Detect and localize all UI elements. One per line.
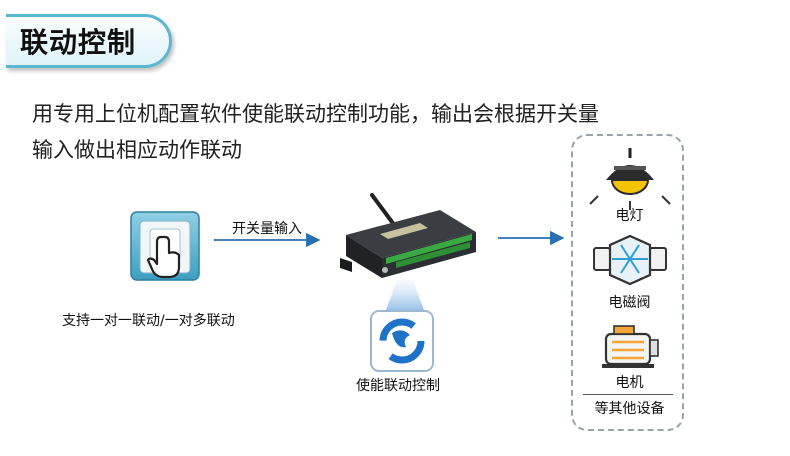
device-label-lamp: 电灯 [573,205,686,225]
link-beam [386,280,424,310]
device-label-motor: 电机 [573,372,686,392]
panel-divider [583,394,673,395]
switch-caption: 支持一对一联动/一对多联动 [62,310,235,330]
software-caption: 使能联动控制 [356,375,440,395]
hand-press-switch-icon [131,212,199,280]
device-label-solenoid-valve: 电磁阀 [573,292,686,312]
config-software-logo-icon [371,311,433,371]
io-controller-device-icon [340,195,476,278]
input-arrow-label: 开关量输入 [232,218,302,238]
device-label-other: 等其他设备 [573,398,686,418]
